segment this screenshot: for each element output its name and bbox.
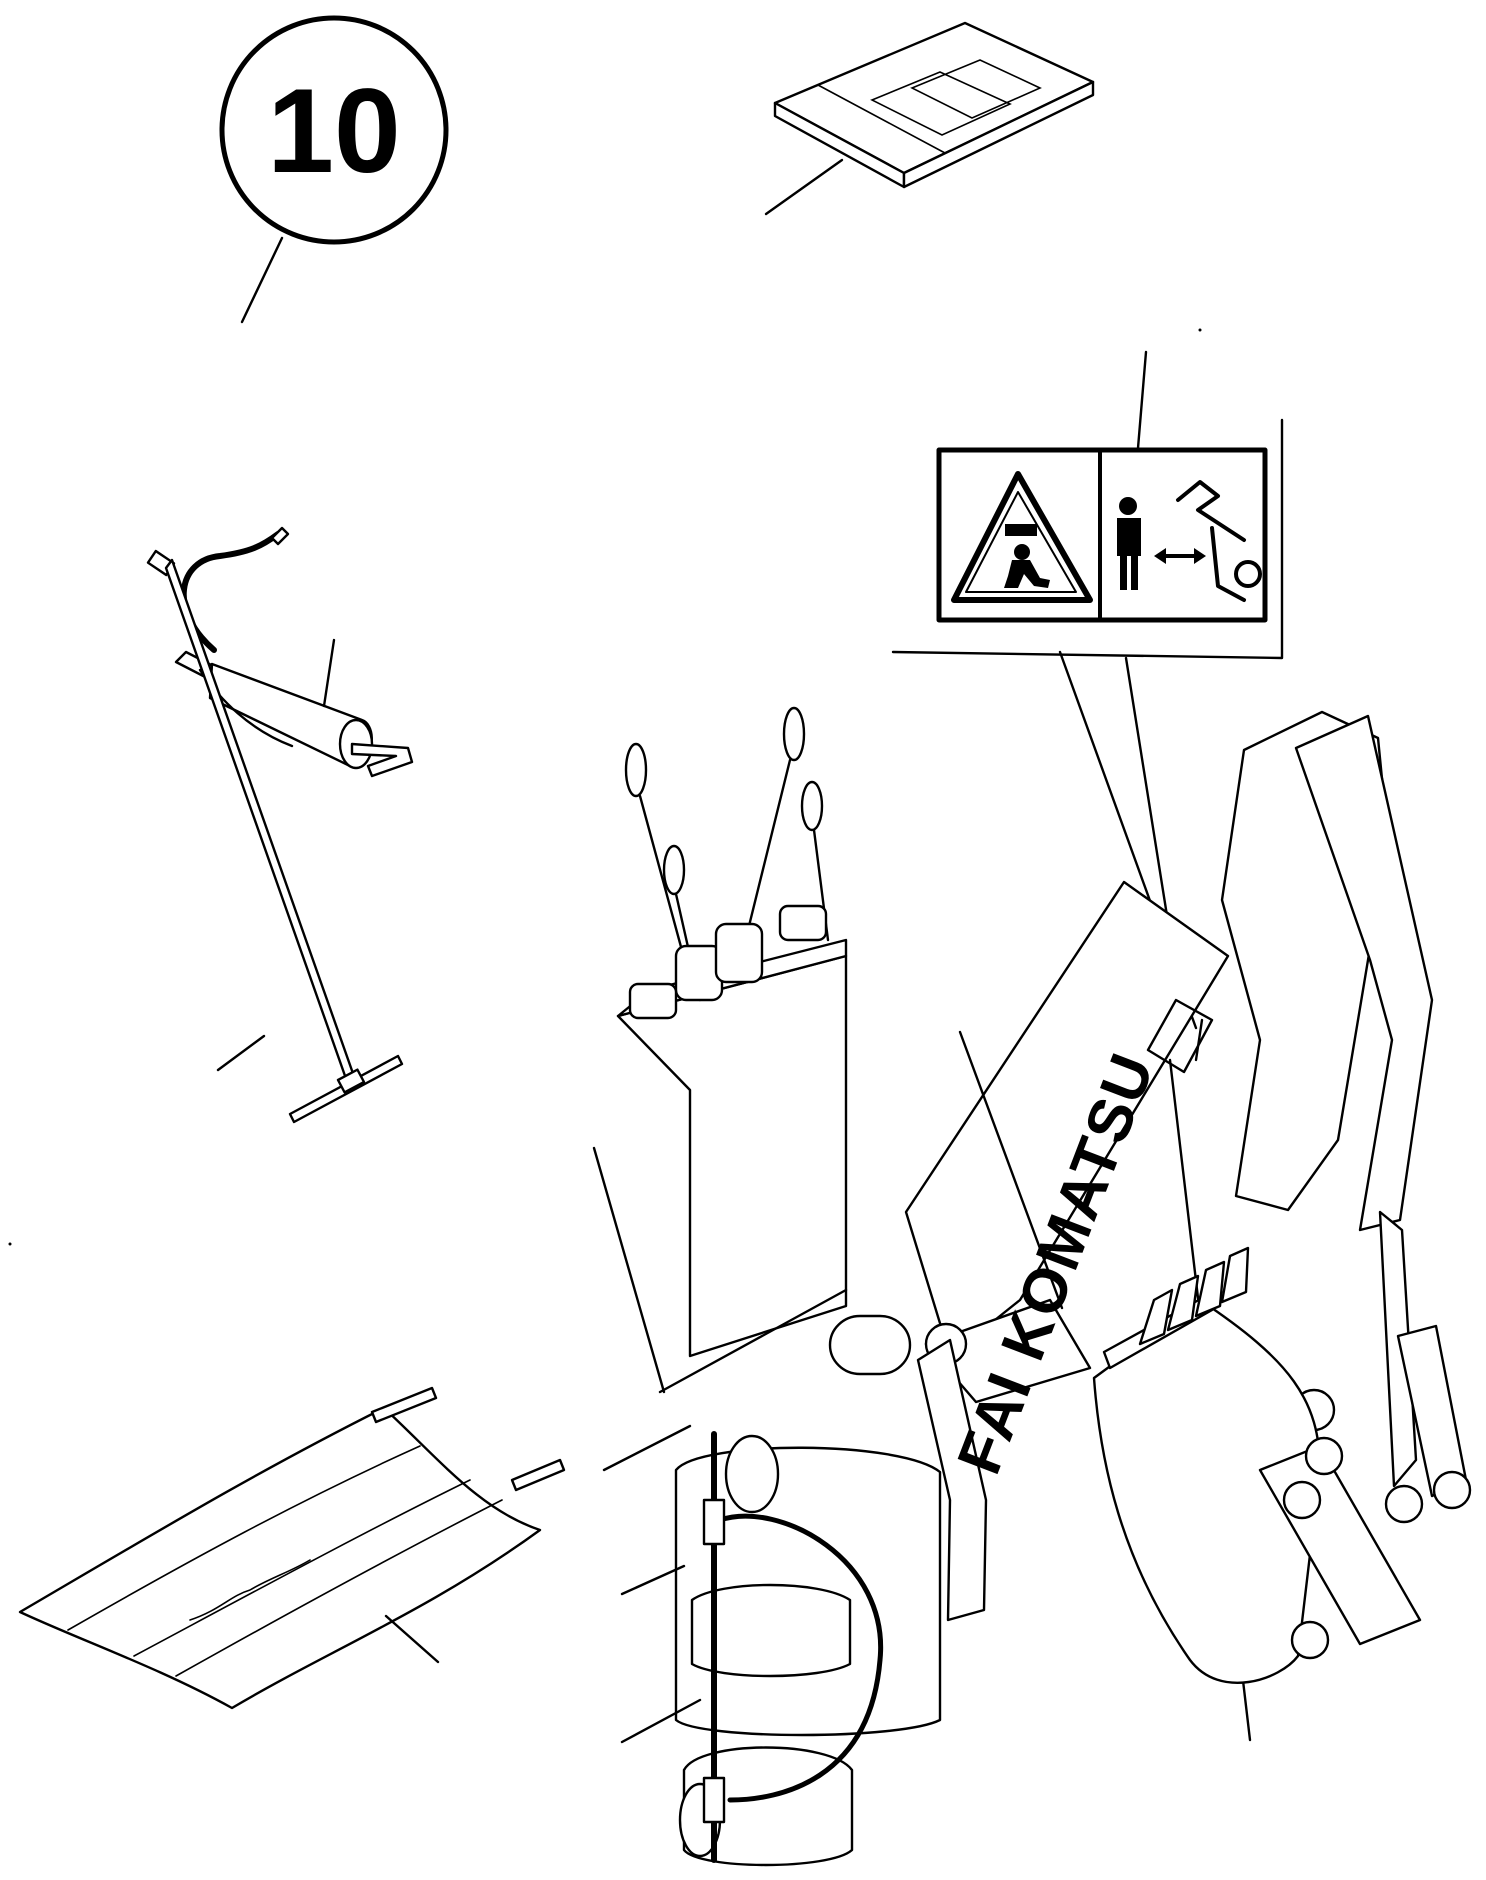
safety-decal bbox=[891, 350, 1284, 1030]
backhoe-icon: FAI KOMATSU bbox=[592, 706, 1472, 1867]
manual-book-icon bbox=[764, 21, 1095, 216]
grease-gun-icon bbox=[174, 526, 414, 778]
bucket-teeth bbox=[1138, 1246, 1250, 1346]
callout-number: 10 bbox=[267, 64, 400, 198]
tool-roll-icon bbox=[18, 1386, 566, 1710]
callout-badge: 10 bbox=[219, 15, 449, 324]
keep-distance-icon bbox=[1117, 480, 1262, 602]
scan-dot bbox=[8, 1242, 12, 1246]
scan-dot bbox=[1198, 328, 1202, 332]
t-wrench-icon bbox=[146, 549, 404, 1124]
crush-hazard-triangle-icon bbox=[951, 471, 1093, 603]
